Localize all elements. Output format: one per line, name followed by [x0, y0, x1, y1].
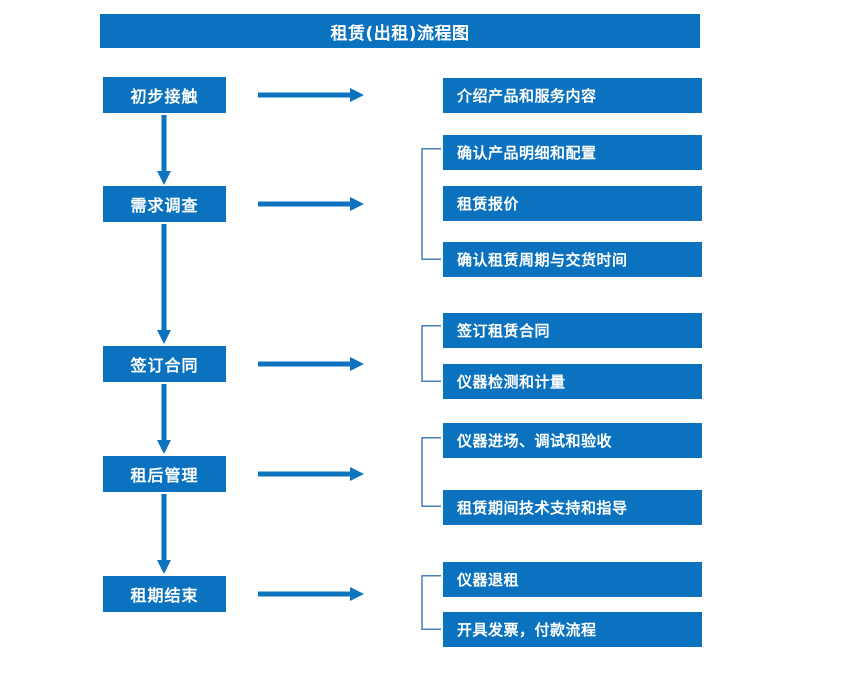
page-title: 租赁(出租)流程图	[100, 14, 700, 48]
detail-box-10[interactable]: 开具发票，付款流程	[443, 612, 702, 647]
bracket-group-5	[421, 575, 441, 630]
arrow-down-2-3-icon	[156, 224, 172, 344]
arrow-stage-5-icon	[258, 586, 364, 602]
detail-box-4[interactable]: 确认租赁周期与交货时间	[443, 242, 702, 277]
detail-box-8[interactable]: 租赁期间技术支持和指导	[443, 490, 702, 525]
stage-box-1[interactable]: 初步接触	[103, 77, 226, 113]
detail-box-5[interactable]: 签订租赁合同	[443, 313, 702, 348]
arrow-stage-1-icon	[258, 87, 364, 103]
arrow-down-3-4-icon	[156, 384, 172, 454]
detail-box-7[interactable]: 仪器进场、调试和验收	[443, 423, 702, 458]
detail-box-6[interactable]: 仪器检测和计量	[443, 364, 702, 399]
stage-box-5[interactable]: 租期结束	[103, 576, 226, 612]
detail-box-3[interactable]: 租赁报价	[443, 186, 702, 221]
stage-box-4[interactable]: 租后管理	[103, 456, 226, 492]
bracket-group-2	[421, 148, 441, 260]
arrow-stage-4-icon	[258, 466, 364, 482]
bracket-group-4	[421, 437, 441, 507]
stage-box-3[interactable]: 签订合同	[103, 346, 226, 382]
detail-box-9[interactable]: 仪器退租	[443, 562, 702, 597]
arrow-down-1-2-icon	[156, 115, 172, 185]
detail-box-2[interactable]: 确认产品明细和配置	[443, 135, 702, 170]
detail-box-1[interactable]: 介绍产品和服务内容	[443, 78, 702, 113]
arrow-down-4-5-icon	[156, 494, 172, 574]
bracket-group-3	[421, 325, 441, 382]
stage-box-2[interactable]: 需求调查	[103, 186, 226, 222]
arrow-stage-3-icon	[258, 356, 364, 372]
arrow-stage-2-icon	[258, 196, 364, 212]
